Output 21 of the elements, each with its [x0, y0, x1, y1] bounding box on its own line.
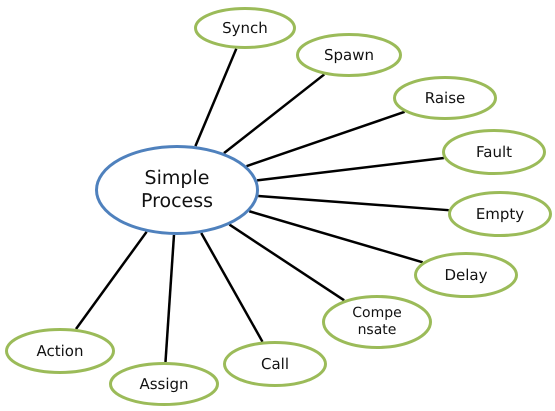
- node-label: Fault: [476, 143, 512, 161]
- node-label: Synch: [222, 19, 268, 37]
- node-label: Call: [260, 355, 289, 373]
- node-label: Simple Process: [140, 167, 214, 213]
- node-label: Delay: [444, 266, 488, 284]
- connector-line: [223, 73, 325, 154]
- node-label: Assign: [139, 375, 189, 393]
- connector-line: [258, 194, 449, 212]
- connector-line: [248, 210, 424, 264]
- connector-line: [256, 156, 444, 182]
- node-label: Spawn: [324, 46, 374, 64]
- connector-line: [74, 231, 148, 330]
- node-label: Raise: [424, 89, 466, 107]
- connector-line: [194, 48, 238, 147]
- connector-line: [228, 224, 345, 302]
- node-label: Compensate: [351, 304, 403, 340]
- node-label: Empty: [476, 205, 524, 223]
- connector-line: [200, 232, 264, 342]
- node-label: Action: [36, 342, 84, 360]
- connector-line: [164, 234, 176, 362]
- connector-line: [246, 110, 406, 168]
